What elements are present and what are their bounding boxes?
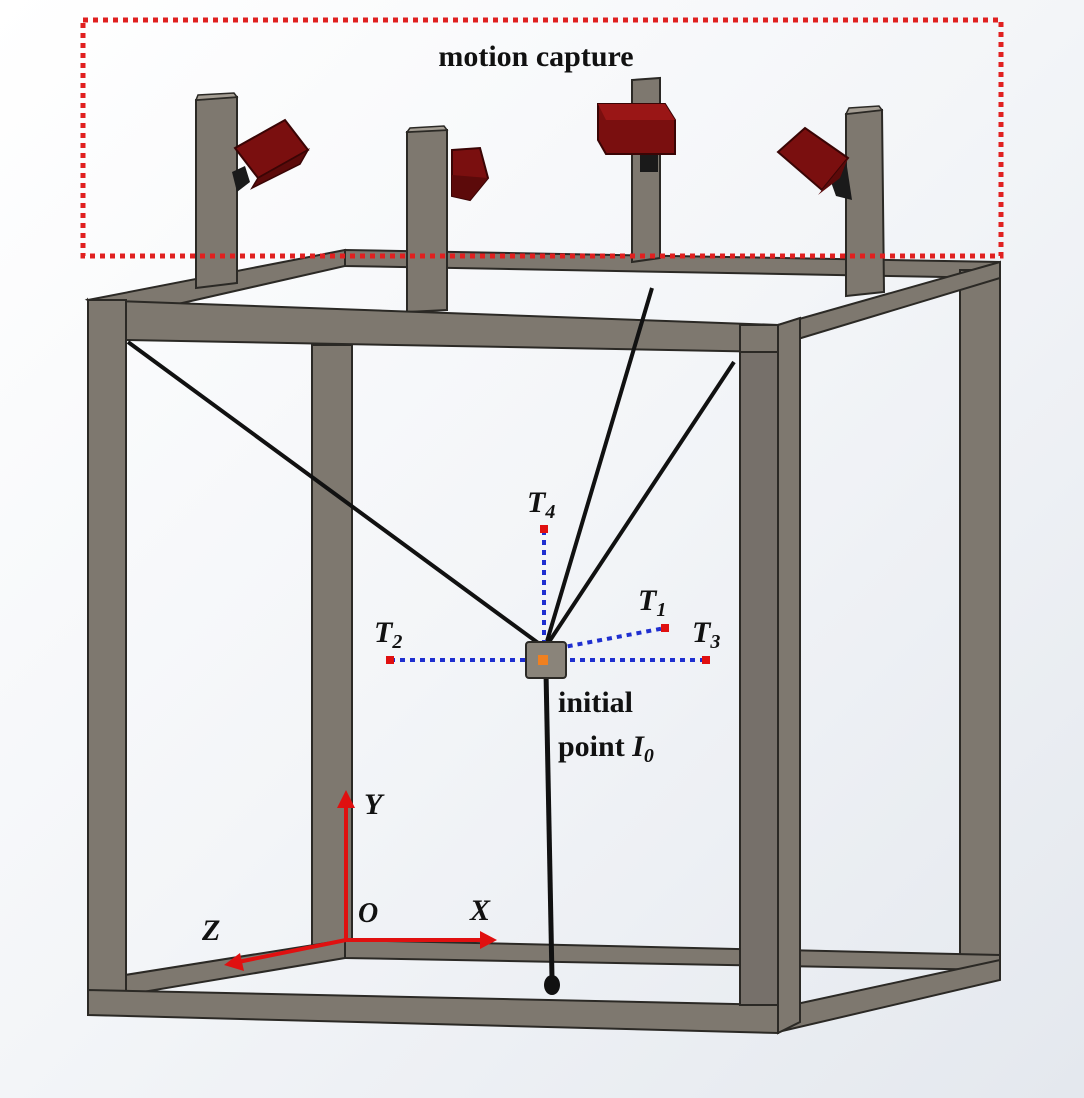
cable-anchor-bottom (544, 975, 560, 995)
axis-z-arrow (224, 953, 244, 971)
front-frame (85, 297, 801, 1035)
camera-1 (232, 118, 310, 192)
axis-z-label: Z (201, 914, 220, 947)
label-t2: T2 (374, 616, 402, 653)
target-point-t4 (540, 525, 548, 533)
camera-post-4 (844, 105, 886, 298)
cable-right (543, 360, 736, 650)
motion-capture-label: motion capture (438, 40, 633, 73)
label-t4: T4 (527, 486, 555, 523)
camera-2 (451, 146, 490, 202)
cable-left (126, 340, 547, 650)
axis-y-arrow (337, 790, 355, 808)
label-t1: T1 (638, 584, 666, 621)
cables (126, 287, 736, 979)
target-paths (390, 530, 705, 662)
camera-4 (776, 126, 852, 200)
coordinate-axes (224, 790, 497, 971)
camera-post-2 (405, 125, 449, 314)
initial-point-label-line1: initial (558, 686, 633, 719)
axis-z-line (237, 938, 347, 964)
effector-center (538, 655, 548, 665)
origin-label: O (358, 898, 378, 929)
axis-x-label: X (469, 894, 491, 927)
target-point-t2 (386, 656, 394, 664)
cable-back (543, 287, 654, 649)
camera-post-1 (194, 92, 239, 290)
target-point-t1 (661, 624, 669, 632)
axis-y-label: Y (364, 788, 385, 821)
axis-x-arrow (480, 931, 497, 949)
motion-capture-region (80, 17, 1004, 259)
back-frame (84, 248, 1001, 1034)
end-effector (525, 641, 567, 679)
camera-mounts (194, 76, 886, 314)
label-t3: T3 (692, 616, 720, 653)
target-point-t3 (702, 656, 710, 664)
camera-3 (597, 103, 676, 172)
cable-bottom (543, 671, 555, 979)
initial-point-label-line2: point I0 (558, 730, 654, 767)
target-points (386, 525, 710, 664)
